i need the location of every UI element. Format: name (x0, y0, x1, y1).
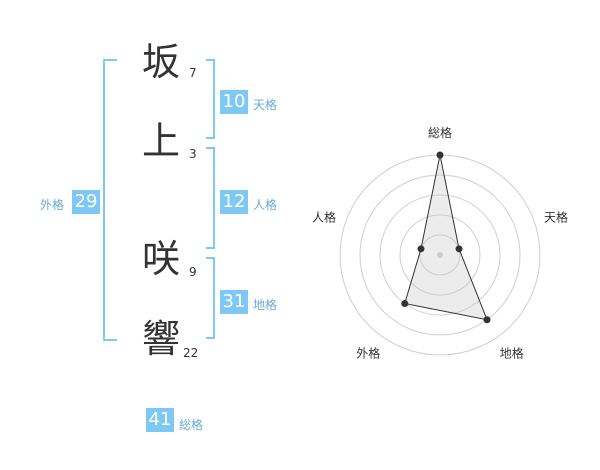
soukaku-value: 41 (146, 408, 174, 432)
stroke-count-1: 7 (189, 66, 197, 80)
radar-point-1 (436, 151, 444, 159)
radar-polygon (404, 154, 488, 321)
name-char-2: 上 (142, 119, 181, 163)
stroke-count-3: 9 (189, 265, 197, 279)
radar-point-3 (483, 316, 491, 324)
name-char-3: 咲 (142, 237, 181, 281)
tenkaku-label: 天格 (253, 98, 278, 112)
chikaku-value: 31 (220, 290, 248, 314)
jinkaku-bracket (206, 147, 215, 249)
stroke-count-4: 22 (183, 346, 199, 360)
radar-ring (359, 174, 521, 336)
radar-axis-label-4: 外格 (356, 346, 380, 361)
name-char-4: 響 (142, 317, 181, 361)
gaikaku-label: 外格 (40, 198, 65, 212)
radar-point-5 (417, 245, 425, 253)
chikaku-label: 地格 (253, 298, 278, 312)
radar-axis-label-5: 人格 (312, 209, 336, 224)
gaikaku-value: 29 (72, 190, 100, 214)
gaikaku-bracket (103, 59, 117, 341)
tenkaku-value: 10 (220, 90, 248, 114)
name-char-1: 坂 (142, 40, 181, 84)
radar-ring (419, 234, 461, 276)
jinkaku-value: 12 (220, 190, 248, 214)
soukaku-label: 総格 (179, 418, 204, 432)
radar-ring (379, 194, 501, 316)
stroke-count-2: 3 (189, 147, 197, 161)
chikaku-bracket (206, 257, 215, 339)
radar-point-4 (401, 300, 409, 308)
tenkaku-bracket (206, 59, 215, 139)
radar-point-2 (455, 245, 463, 253)
jinkaku-label: 人格 (253, 198, 278, 212)
radar-axis-label-1: 総格 (428, 125, 452, 140)
radar-ring (399, 214, 481, 296)
radar-center (437, 252, 443, 258)
radar-axis-label-2: 天格 (544, 209, 568, 224)
radar-axis-label-3: 地格 (500, 346, 524, 361)
